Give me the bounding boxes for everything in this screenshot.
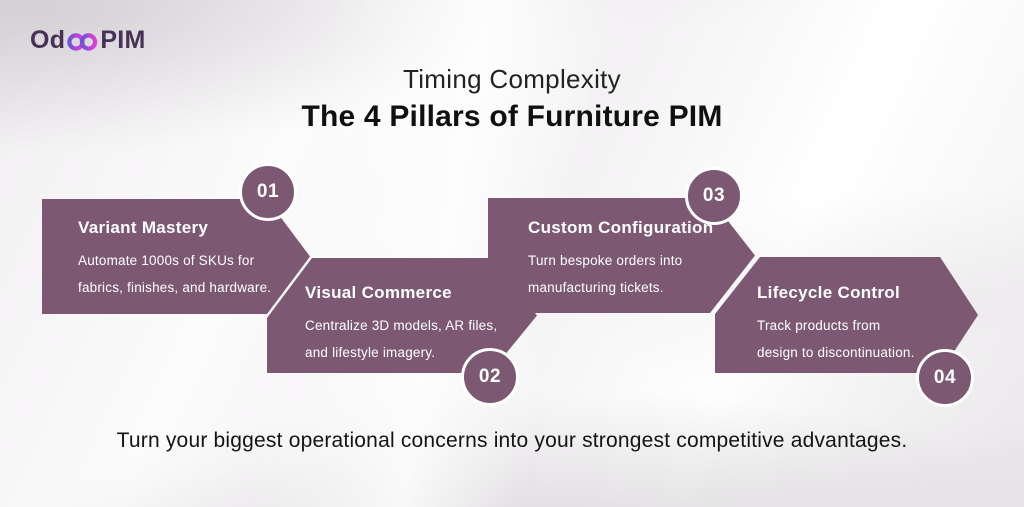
pillar-desc-line: Turn bespoke orders into	[528, 253, 683, 268]
footer-tagline: Turn your biggest operational concerns i…	[116, 429, 908, 452]
logo-suffix: PIM	[100, 26, 146, 54]
page-subtitle: Timing Complexity	[403, 64, 621, 94]
page-title: The 4 Pillars of Furniture PIM	[301, 100, 723, 133]
number-badge-03: 03	[685, 167, 743, 225]
pillar-title: Lifecycle Control	[757, 283, 901, 302]
pillar-desc-line: design to discontinuation.	[757, 345, 915, 360]
pillar-title: Custom Configuration	[528, 218, 714, 237]
pillar-title: Variant Mastery	[78, 218, 209, 237]
logo-prefix: Od	[30, 26, 66, 54]
number-badge-01: 01	[239, 163, 297, 221]
pillar-desc-line: Automate 1000s of SKUs for	[78, 253, 255, 268]
pillar-desc-line: and lifestyle imagery.	[305, 345, 436, 360]
odoopim-logo: Od PIM	[30, 26, 146, 55]
pillar-title: Visual Commerce	[305, 283, 452, 302]
pillar-variant-mastery: Variant Mastery Automate 1000s of SKUs f…	[42, 199, 310, 314]
pillar-desc-line: Centralize 3D models, AR files,	[305, 318, 498, 333]
pillar-desc-line: Track products from	[757, 318, 881, 333]
number-badge-04: 04	[916, 349, 974, 407]
infinity-icon	[67, 33, 98, 51]
number-badge-02: 02	[461, 348, 519, 406]
pillar-desc-line: manufacturing tickets.	[528, 280, 664, 295]
pillar-desc-line: fabrics, finishes, and hardware.	[78, 280, 272, 295]
